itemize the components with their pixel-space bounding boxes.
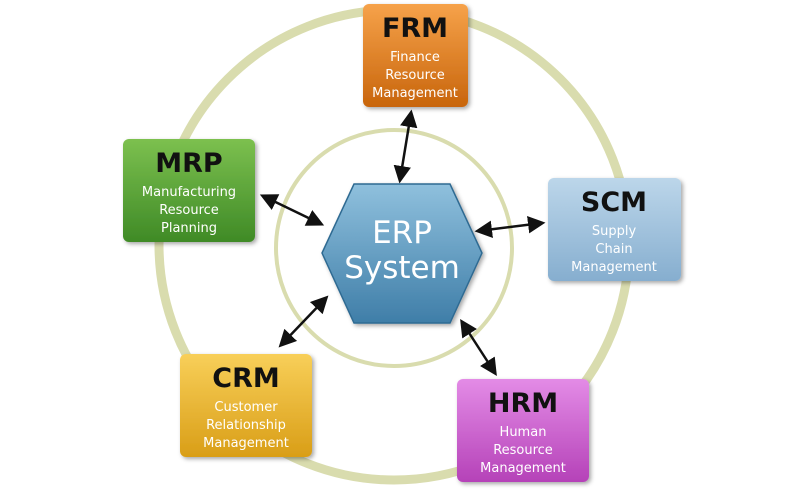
arrow-crm — [278, 295, 329, 348]
module-frm-line-3: Management — [372, 86, 458, 101]
arrow-mrp — [259, 194, 325, 226]
module-frm-line-2: Resource — [385, 68, 445, 83]
module-frm-line-1: Finance — [390, 50, 440, 65]
module-crm: CRM Customer Relationship Management — [180, 354, 312, 457]
module-scm-abbr: SCM — [581, 187, 647, 218]
arrow-frm — [393, 109, 418, 184]
center-line-1: ERP — [372, 215, 432, 251]
module-frm-abbr: FRM — [382, 13, 448, 44]
module-hrm-line-1: Human — [500, 425, 547, 440]
module-hrm: HRM Human Resource Management — [457, 379, 589, 482]
module-mrp: MRP Manufacturing Resource Planning — [123, 139, 255, 242]
module-hrm-line-3: Management — [480, 461, 566, 476]
module-hrm-abbr: HRM — [488, 388, 558, 419]
module-hrm-line-2: Resource — [493, 443, 553, 458]
module-frm: FRM Finance Resource Management — [363, 4, 468, 107]
module-crm-line-3: Management — [203, 436, 289, 451]
arrows — [259, 109, 546, 376]
module-crm-line-1: Customer — [214, 400, 278, 415]
erp-system-hexagon: ERP System — [321, 183, 483, 324]
module-crm-abbr: CRM — [212, 363, 279, 394]
module-scm-line-1: Supply — [592, 224, 637, 239]
center-line-2: System — [344, 250, 460, 286]
arrow-hrm — [460, 319, 497, 376]
arrow-scm — [474, 216, 546, 238]
module-crm-line-2: Relationship — [206, 418, 286, 433]
module-mrp-line-1: Manufacturing — [142, 185, 236, 200]
module-scm-line-3: Management — [571, 260, 657, 275]
module-mrp-abbr: MRP — [155, 148, 222, 179]
module-mrp-line-2: Resource — [159, 203, 219, 218]
module-mrp-line-3: Planning — [161, 221, 217, 236]
module-scm: SCM Supply Chain Management — [548, 178, 681, 281]
module-scm-line-2: Chain — [595, 242, 632, 257]
